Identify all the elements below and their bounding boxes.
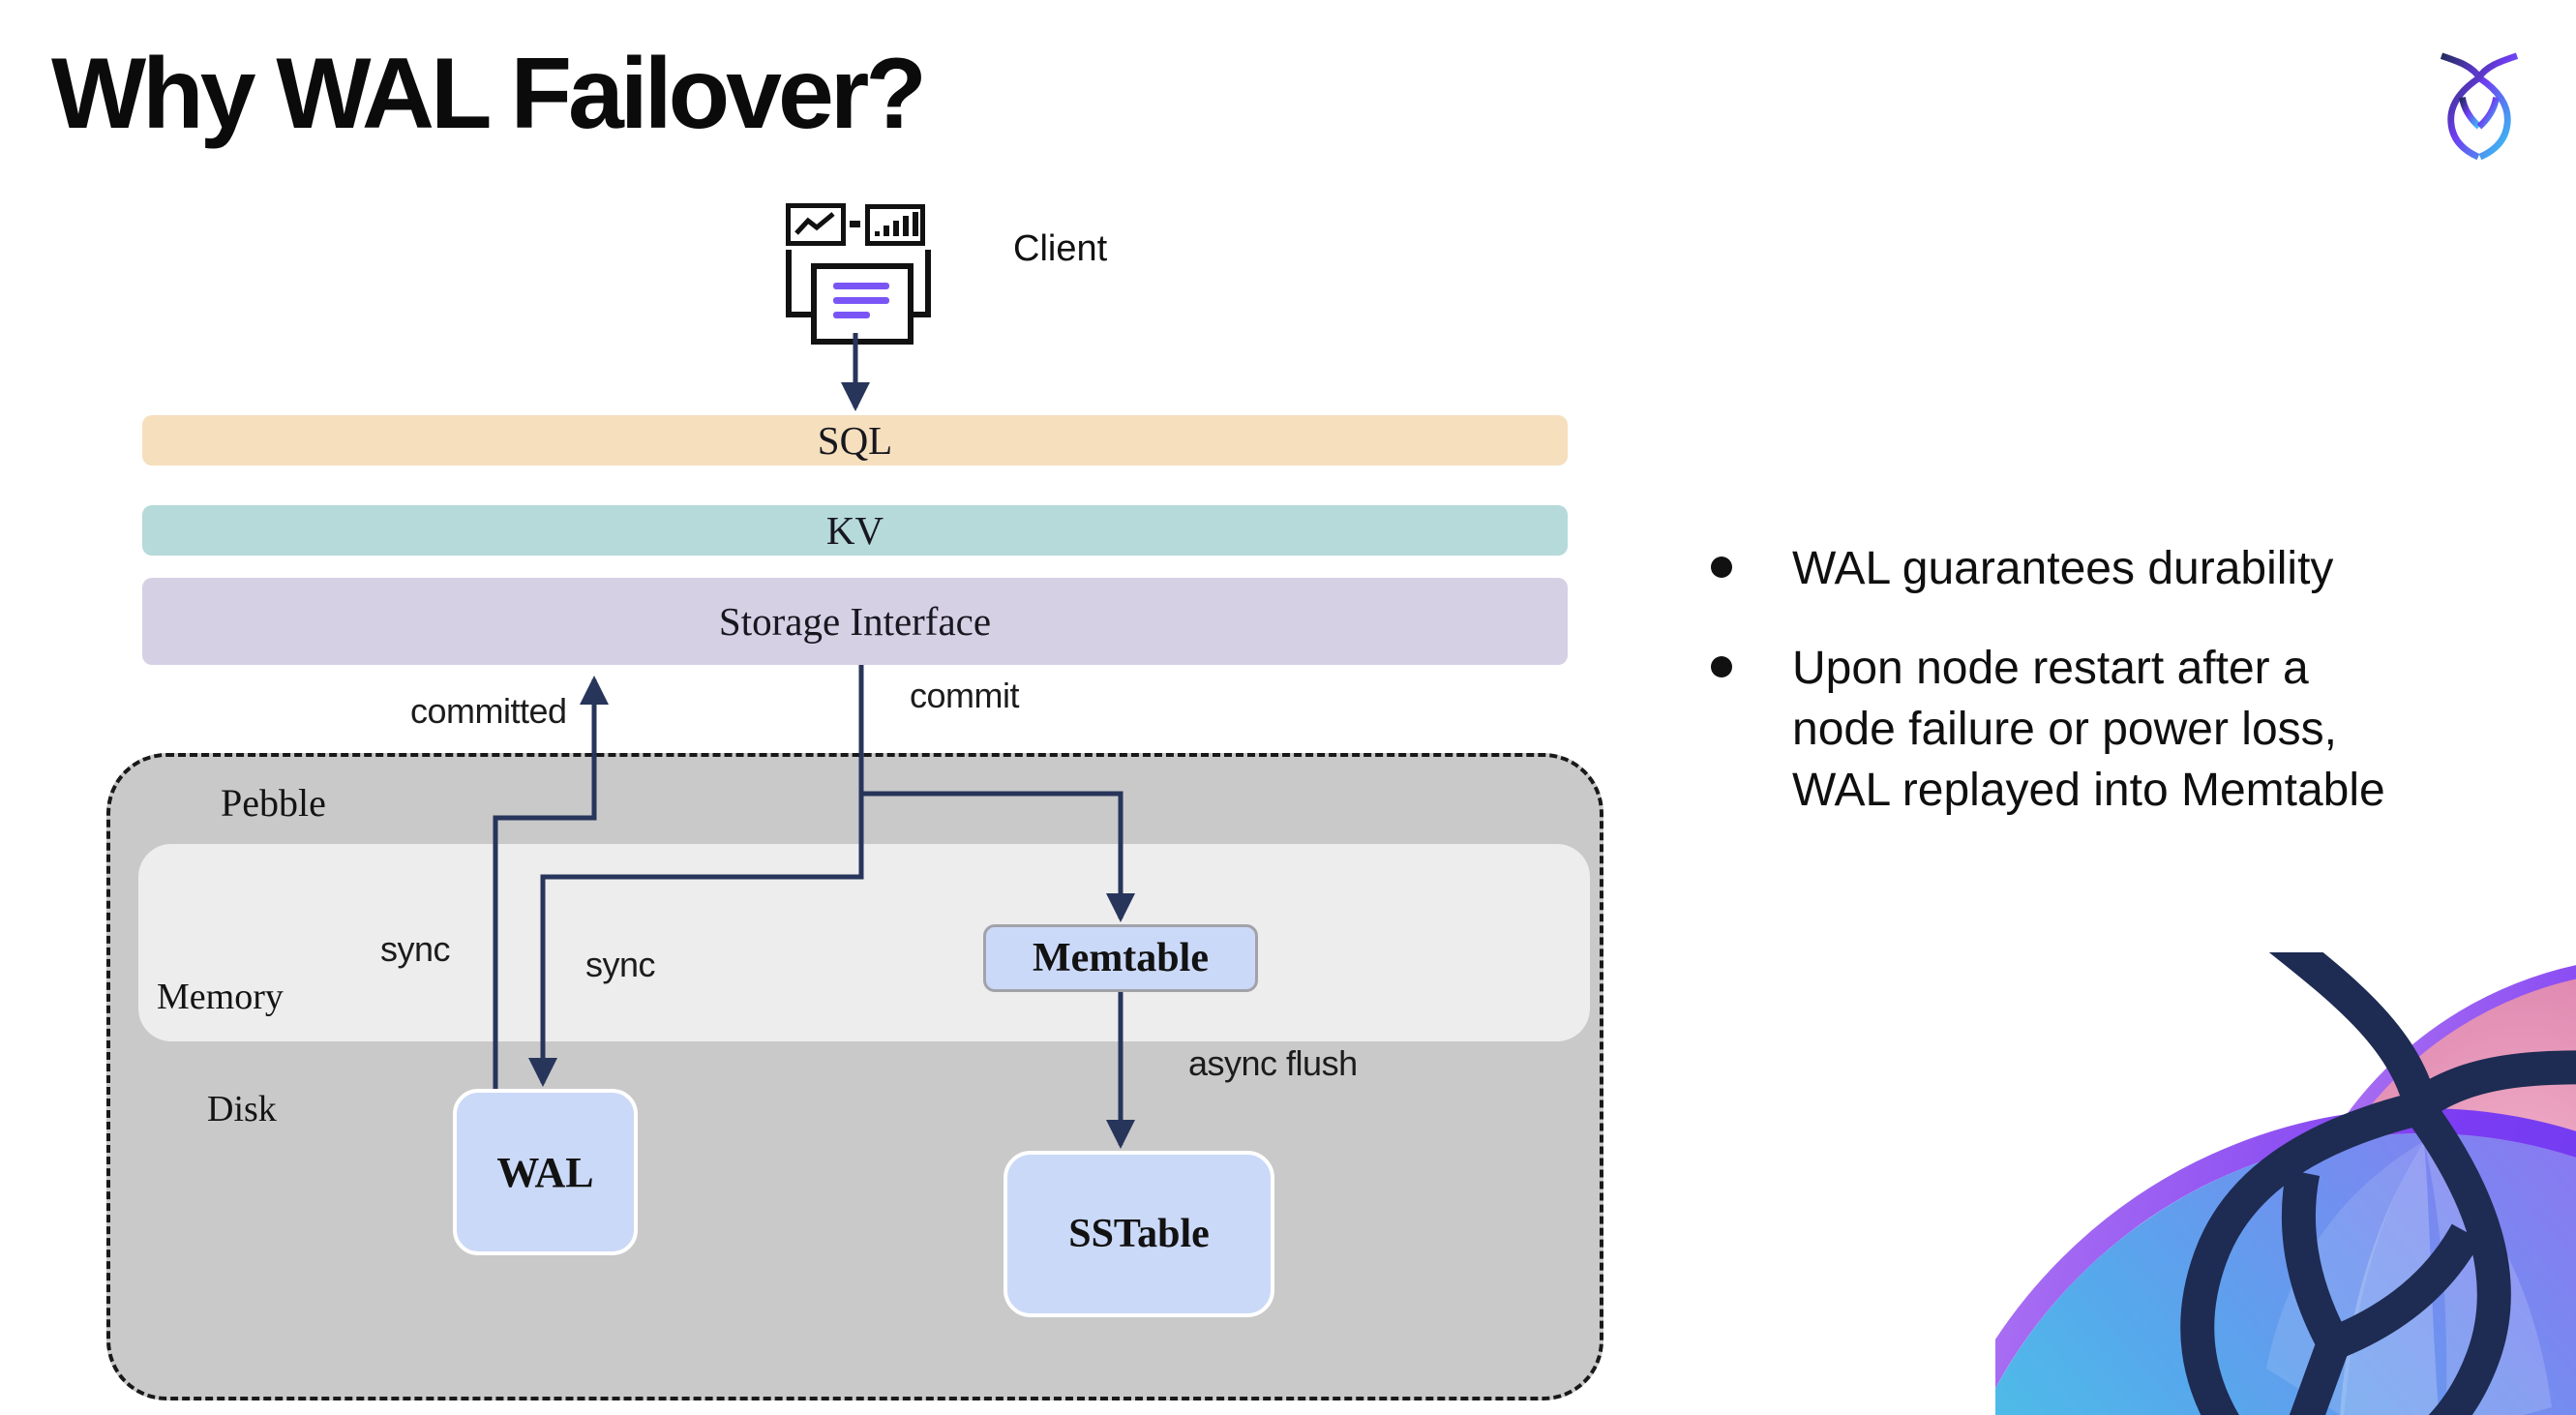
node-sstable-label: SSTable — [1068, 1212, 1210, 1256]
edge-label-sync-right: sync — [585, 945, 656, 984]
bullet-item-1: WAL guarantees durability — [1711, 538, 2543, 599]
bullet-2-line-3: WAL replayed into Memtable — [1792, 765, 2385, 816]
bullet-1-line-1: WAL guarantees durability — [1792, 543, 2334, 594]
client-label: Client — [1013, 228, 1108, 269]
dash-connector — [850, 221, 860, 227]
edge-label-async-flush: async flush — [1188, 1043, 1358, 1083]
edge-label-commit: commit — [910, 676, 1020, 715]
bar-chart-icon — [865, 204, 925, 246]
brand-artwork — [1995, 952, 2576, 1415]
node-memtable-label: Memtable — [1033, 936, 1209, 980]
node-sstable: SSTable — [1003, 1151, 1274, 1317]
bullet-dot — [1711, 557, 1732, 578]
node-memtable: Memtable — [983, 924, 1258, 992]
layer-kv: KV — [142, 505, 1568, 556]
page-title: Why WAL Failover? — [51, 38, 927, 150]
layer-storage-interface-label: Storage Interface — [718, 599, 992, 644]
node-wal-label: WAL — [496, 1148, 594, 1196]
pebble-label: Pebble — [221, 781, 326, 825]
bullet-item-2: Upon node restart after a node failure o… — [1711, 638, 2543, 821]
disk-label: Disk — [207, 1089, 277, 1129]
cockroachdb-logo-icon — [2431, 44, 2528, 162]
node-wal: WAL — [453, 1089, 638, 1255]
bracket-left-icon — [786, 250, 815, 317]
memory-label: Memory — [157, 977, 284, 1017]
layer-sql: SQL — [142, 415, 1568, 466]
line-chart-icon — [786, 203, 846, 246]
layer-sql-label: SQL — [817, 418, 893, 463]
bullet-dot — [1711, 656, 1732, 677]
layer-kv-label: KV — [825, 508, 884, 553]
bracket-right-icon — [902, 250, 931, 317]
bullet-2-line-2: node failure or power loss, — [1792, 704, 2337, 755]
edge-label-sync-left: sync — [380, 929, 451, 969]
layer-storage-interface: Storage Interface — [142, 578, 1568, 665]
document-icon — [811, 263, 914, 345]
edge-label-committed: committed — [410, 691, 567, 731]
memory-region — [138, 844, 1590, 1041]
bullet-2-line-1: Upon node restart after a — [1792, 643, 2309, 694]
